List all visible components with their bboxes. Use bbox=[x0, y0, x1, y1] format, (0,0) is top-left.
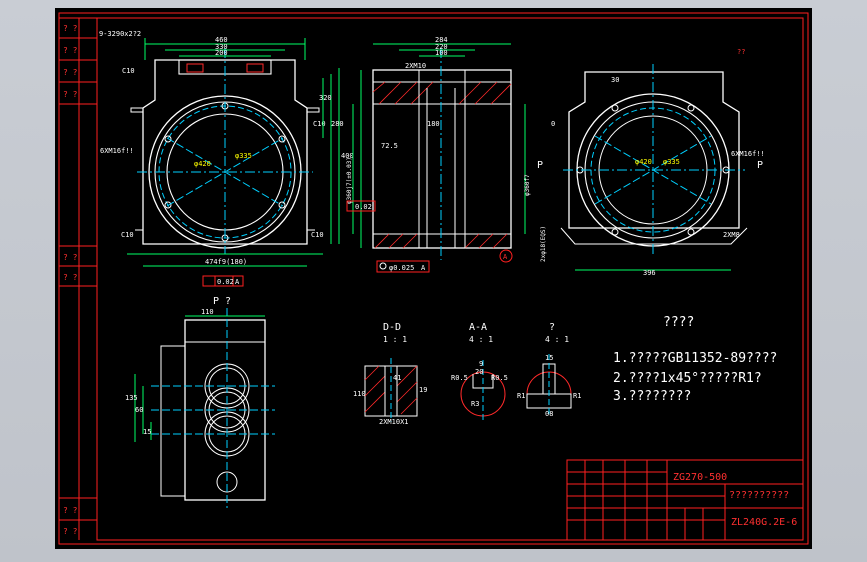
strip-text-7: ? ? bbox=[63, 506, 78, 515]
aa-9: 9 bbox=[479, 360, 483, 368]
pview-135: 135 bbox=[125, 394, 138, 402]
aa-r05b: R0.5 bbox=[491, 374, 508, 382]
right-view[interactable]: φ420 φ335 6XM16f!! P P ?? 30 0 396 2XM8 … bbox=[537, 48, 765, 277]
outer-frame bbox=[58, 12, 809, 545]
dd-41: 41 bbox=[393, 374, 401, 382]
pview-110: 110 bbox=[201, 308, 214, 316]
q-08: 08 bbox=[545, 410, 553, 418]
side-thread: 2XM10 bbox=[405, 62, 426, 70]
title-block[interactable]: ZG270-500 ?????????? ZL240G.2E-6 bbox=[566, 459, 804, 541]
dd-19: 19 bbox=[419, 386, 427, 394]
inner-frame bbox=[96, 17, 804, 541]
front-dim-460: 460 bbox=[215, 36, 228, 44]
front-h400: 400 bbox=[341, 152, 354, 160]
right-q: ?? bbox=[737, 48, 745, 56]
side-725: 72.5 bbox=[381, 142, 398, 150]
note-3: 3.???????? bbox=[613, 389, 691, 404]
dd-thread: 2XM10X1 bbox=[379, 418, 409, 426]
technical-notes: ???? 1.?????GB11352-89???? 2.????1x45°??… bbox=[613, 315, 777, 404]
front-c10-d: C10 bbox=[313, 120, 326, 128]
front-c10-b: C10 bbox=[121, 231, 134, 239]
side-datum-a: A bbox=[503, 253, 508, 261]
right-0: 0 bbox=[551, 120, 555, 128]
dd-label: D-D bbox=[383, 322, 401, 333]
detail-view[interactable]: ? 4 : 1 15 R1 R1 08 bbox=[517, 322, 581, 418]
note-2: 2.????1x45°?????R1? bbox=[613, 371, 762, 386]
right-p-right: P bbox=[757, 160, 763, 171]
right-p-left: P bbox=[537, 160, 543, 171]
side-dim-100: 100 bbox=[435, 49, 448, 57]
notes-header: ???? bbox=[663, 315, 694, 330]
front-dim-330: 330 bbox=[215, 43, 228, 51]
front-c10-a: C10 bbox=[122, 67, 135, 75]
q-15: 15 bbox=[545, 354, 553, 362]
drawing-canvas[interactable]: ? ? ? ? ? ? ? ? ? ? ? ? ? ? ? ? bbox=[55, 8, 812, 549]
side-180: 180 bbox=[427, 120, 440, 128]
strip-text-4: ? ? bbox=[63, 90, 78, 99]
side-tol-box: 0.02 bbox=[355, 203, 372, 211]
front-h280: 280 bbox=[331, 120, 344, 128]
strip-text-6: ? ? bbox=[63, 273, 78, 282]
side-dia2: φ360f7 bbox=[524, 174, 531, 196]
front-bottom-dim: 474f9(180) bbox=[205, 258, 247, 266]
front-hole-label: 6XM16f!! bbox=[100, 147, 134, 155]
q-r1b: R1 bbox=[573, 392, 581, 400]
title-spec: ZG270-500 bbox=[673, 472, 727, 483]
title-part: ?????????? bbox=[729, 490, 789, 501]
pview-60: 60 bbox=[135, 406, 143, 414]
pview-15: 15 bbox=[143, 428, 151, 436]
side-ref: A bbox=[421, 264, 426, 272]
front-d335: φ335 bbox=[235, 152, 252, 160]
aa-r05a: R0.5 bbox=[451, 374, 468, 382]
front-h320: 320 bbox=[319, 94, 332, 102]
right-30: 30 bbox=[611, 76, 619, 84]
right-hole-l: 2xφ18(EQS) bbox=[540, 226, 547, 262]
right-hole: 6XM16f!! bbox=[731, 150, 765, 158]
right-thread2: 2XM8 bbox=[723, 231, 740, 239]
p-view[interactable]: P ? 110 135 60 15 bbox=[125, 296, 275, 508]
side-dim-284: 284 bbox=[435, 36, 448, 44]
section-aa[interactable]: A-A 4 : 1 R0.5 R0.5 9 20 R3 bbox=[451, 322, 508, 420]
front-d420: φ420 bbox=[194, 160, 211, 168]
right-d335: φ335 bbox=[663, 158, 680, 166]
strip-text-1: ? ? bbox=[63, 24, 78, 33]
left-margin-strip: ? ? ? ? ? ? ? ? ? ? ? ? ? ? ? ? bbox=[59, 17, 97, 540]
front-top-note: 9-3290x2?2 bbox=[99, 30, 141, 38]
aa-scale: 4 : 1 bbox=[469, 335, 493, 344]
section-dd[interactable]: D-D 1 : 1 110 41 19 2XM10X1 bbox=[353, 322, 427, 426]
right-d420: φ420 bbox=[635, 158, 652, 166]
dd-110: 110 bbox=[353, 390, 366, 398]
strip-text-8: ? ? bbox=[63, 527, 78, 536]
front-dim-200: 200 bbox=[215, 49, 228, 57]
q-label: ? bbox=[549, 322, 555, 333]
dd-scale: 1 : 1 bbox=[383, 335, 407, 344]
drawing-svg: ? ? ? ? ? ? ? ? ? ? ? ? ? ? ? ? bbox=[58, 12, 809, 545]
aa-20: 20 bbox=[475, 368, 483, 376]
strip-text-3: ? ? bbox=[63, 68, 78, 77]
q-scale: 4 : 1 bbox=[545, 335, 569, 344]
side-view[interactable]: 284 220 100 2XM10 180 72.5 φ360j7(±0.03)… bbox=[346, 36, 531, 273]
side-concentric: φ0.025 bbox=[389, 264, 414, 272]
side-dim-220: 220 bbox=[435, 43, 448, 51]
aa-r3: R3 bbox=[471, 400, 479, 408]
front-flatness: 0.02 bbox=[217, 278, 234, 286]
aa-label: A-A bbox=[469, 322, 487, 333]
strip-text-5: ? ? bbox=[63, 253, 78, 262]
drawing-number: ZL240G.2E-6 bbox=[731, 517, 797, 528]
strip-text-2: ? ? bbox=[63, 46, 78, 55]
right-396: 396 bbox=[643, 269, 656, 277]
front-view[interactable]: 460 330 200 9-3290x2?2 C10 C10 C10 C10 6… bbox=[99, 30, 354, 287]
front-c10-c: C10 bbox=[311, 231, 324, 239]
note-1: 1.?????GB11352-89???? bbox=[613, 351, 777, 366]
front-flatness-ref: A bbox=[235, 278, 240, 286]
side-dia: φ360j7(±0.03) bbox=[346, 157, 353, 204]
p-view-label: P ? bbox=[213, 296, 231, 307]
q-r1a: R1 bbox=[517, 392, 525, 400]
